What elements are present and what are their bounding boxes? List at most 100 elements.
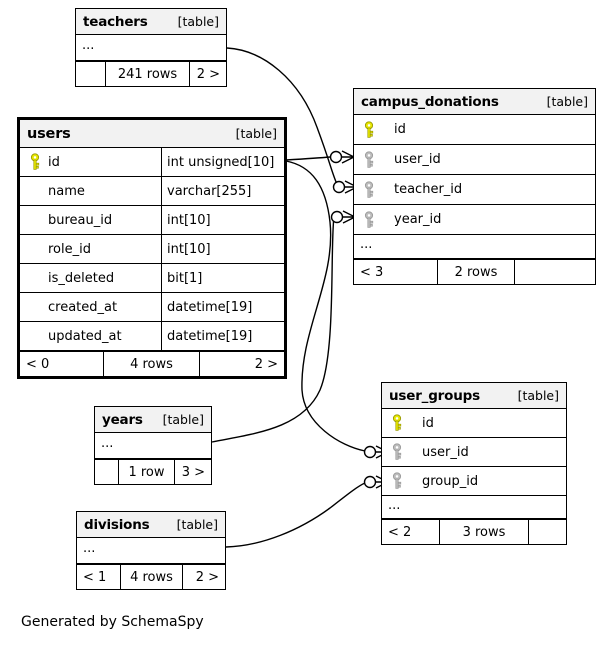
ellipsis-label: ... [360,237,373,252]
table-teachers[interactable]: teachers [table] ... 241 rows 2 > [75,8,227,87]
column-name: role_id [48,241,91,257]
footer-rows: 4 rows [121,565,183,589]
column-row[interactable]: bureau_id int[10] [20,206,284,235]
footer-prev[interactable]: < 2 [382,520,440,544]
table-footer: < 3 2 rows [354,259,595,284]
footer-next[interactable]: 3 > [181,464,205,480]
ellipsis-label: ... [82,38,95,53]
foreign-key-icon [362,180,376,199]
table-header: years [table] [95,407,211,433]
table-tag: [table] [176,517,218,532]
generated-by-note: Generated by SchemaSpy [21,614,204,630]
endpoint-circle [332,180,346,194]
table-tag: [table] [177,14,219,29]
ellipsis-label: ... [101,436,114,451]
column-name: user_id [422,444,469,460]
edge-divisions-user_groups-group [225,482,366,548]
table-users[interactable]: users [table] id int unsigned[10] [17,117,287,379]
table-years[interactable]: years [table] ... 1 row 3 > [94,406,212,485]
column-type: datetime[19] [161,322,284,350]
primary-key-icon [28,153,42,171]
table-footer: < 1 4 rows 2 > [77,564,225,589]
column-row[interactable]: user_id [382,438,566,467]
endpoint-circle [329,150,343,164]
column-name: created_at [48,299,118,315]
endpoint-circle [330,210,344,224]
column-row[interactable]: updated_at datetime[19] [20,322,284,351]
primary-key-icon [390,414,404,432]
column-name: bureau_id [48,212,113,228]
column-row[interactable]: created_at datetime[19] [20,293,284,322]
table-tag: [table] [162,412,204,427]
column-row[interactable]: year_id [354,205,595,235]
column-type: varchar[255] [161,177,284,205]
footer-prev[interactable] [76,62,106,86]
column-row[interactable]: id int unsigned[10] [20,148,284,177]
column-row[interactable]: group_id [382,467,566,496]
footer-rows: 2 rows [438,260,515,284]
table-tag: [table] [517,388,559,403]
table-header: user_groups [table] [382,383,566,409]
foreign-key-icon [362,150,376,169]
column-row[interactable]: name varchar[255] [20,177,284,206]
column-type: datetime[19] [161,293,284,321]
foreign-key-icon [390,443,404,461]
ellipsis-label: ... [83,541,96,556]
table-footer: < 0 4 rows 2 > [20,351,284,376]
table-tag: [table] [546,94,588,109]
foreign-key-icon [362,210,376,229]
table-header: teachers [table] [76,9,226,35]
column-name: id [48,154,60,170]
columns-ellipsis: ... [95,433,211,459]
column-row[interactable]: is_deleted bit[1] [20,264,284,293]
column-type: int[10] [161,206,284,234]
no-key-icon [28,269,42,287]
table-user-groups[interactable]: user_groups [table] id [381,382,567,545]
column-name: updated_at [48,328,122,344]
column-row[interactable]: id [382,409,566,438]
column-name: id [422,415,434,431]
columns-ellipsis: ... [77,538,225,564]
foreign-key-icon [390,472,404,490]
table-footer: < 2 3 rows [382,519,566,544]
table-title: user_groups [389,387,480,404]
column-name: group_id [422,473,479,489]
column-row[interactable]: role_id int[10] [20,235,284,264]
table-header: users [table] [20,120,284,148]
primary-key-icon [362,120,376,139]
column-row[interactable]: user_id [354,145,595,175]
footer-prev[interactable]: < 1 [77,565,121,589]
column-row[interactable]: teacher_id [354,175,595,205]
column-name: user_id [394,152,441,167]
no-key-icon [28,182,42,200]
footer-next[interactable] [529,520,566,544]
column-name: is_deleted [48,270,115,286]
footer-rows: 241 rows [106,62,190,86]
columns-ellipsis: ... [382,496,566,519]
footer-next[interactable] [515,260,595,284]
footer-next[interactable]: 2 > [254,356,278,372]
footer-prev[interactable] [95,460,119,484]
footer-prev[interactable]: < 3 [354,260,438,284]
column-row[interactable]: id [354,115,595,145]
table-title: years [102,411,143,428]
column-type: bit[1] [161,264,284,292]
column-name: year_id [394,212,442,227]
footer-rows: 1 row [119,460,175,484]
column-name: id [394,122,406,137]
footer-prev[interactable]: < 0 [20,352,104,376]
table-campus-donations[interactable]: campus_donations [table] id [353,88,596,285]
columns-ellipsis: ... [354,235,595,259]
ellipsis-label: ... [388,497,401,513]
no-key-icon [28,298,42,316]
footer-next[interactable]: 2 > [195,569,219,585]
no-key-icon [28,240,42,258]
table-title: divisions [84,516,150,533]
no-key-icon [28,327,42,345]
footer-next[interactable]: 2 > [196,66,220,82]
footer-rows: 3 rows [440,520,529,544]
column-name: name [48,183,85,199]
columns-ellipsis: ... [76,35,226,61]
table-divisions[interactable]: divisions [table] ... < 1 4 rows 2 > [76,511,226,590]
table-footer: 1 row 3 > [95,459,211,484]
